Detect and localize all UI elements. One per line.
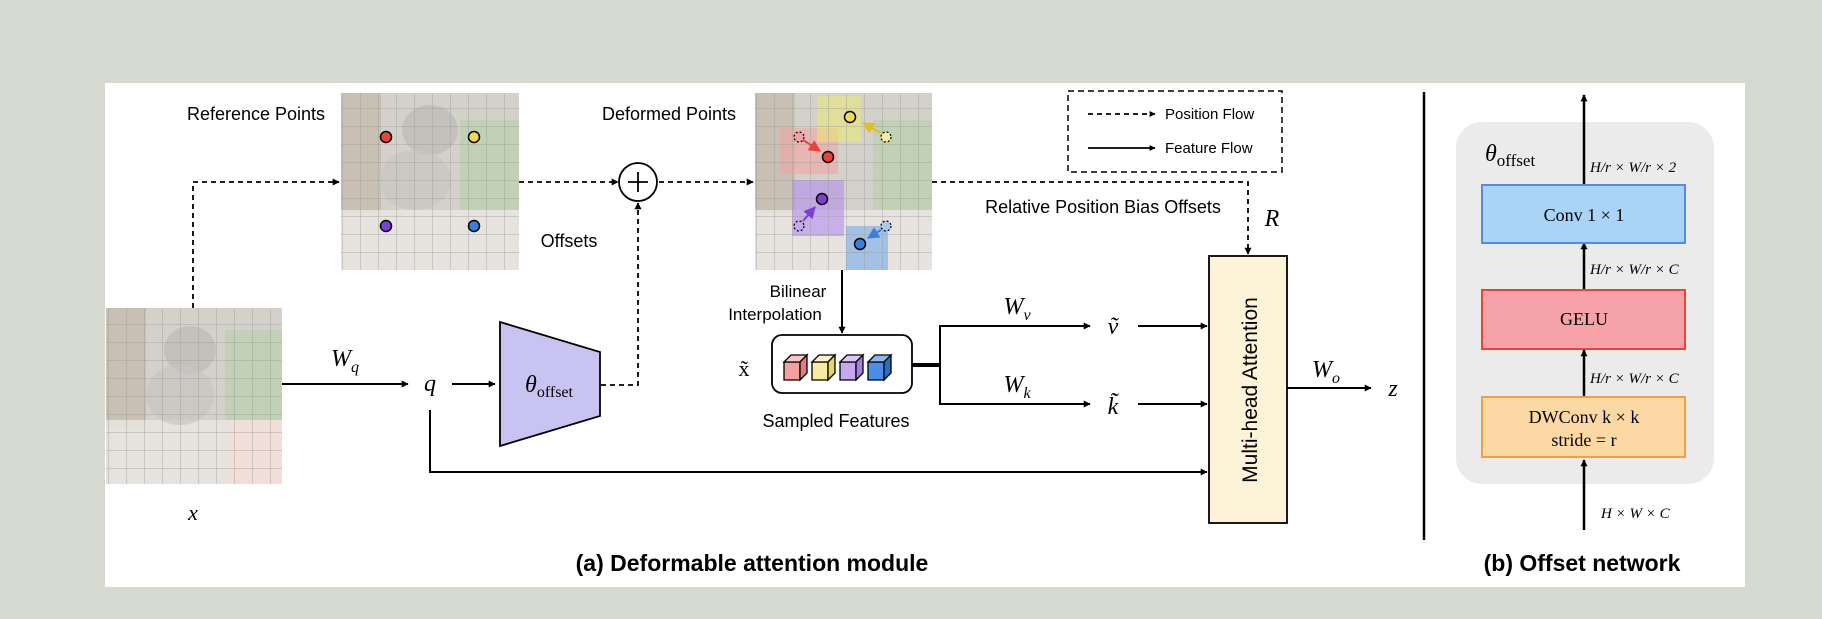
Wk-label: Wk: [1003, 372, 1031, 402]
multi-head-attention-label: Multi-head Attention: [1239, 297, 1262, 483]
multi-head-attention-block: Multi-head Attention: [1208, 255, 1288, 524]
cube-yellow: [810, 353, 837, 382]
bilinear-label-1: Bilinear: [770, 282, 827, 301]
svg-text:θoffset: θoffset: [525, 372, 573, 401]
R-label: R: [1264, 206, 1280, 232]
Wq-label: Wq: [331, 346, 359, 376]
dim-label-bottom: H × W × C: [1600, 506, 1671, 522]
conv-1x1-block: Conv 1 × 1: [1481, 184, 1686, 244]
deformed-point-yellow: [843, 110, 857, 124]
deformed-points-label: Deformed Points: [602, 104, 736, 124]
reference-points-image: [341, 93, 519, 270]
v-tilde-label: ṽ: [1108, 314, 1120, 340]
plus-operator: [618, 162, 658, 202]
position-flow-relative-bias: [932, 181, 1252, 255]
input-image: [106, 308, 282, 484]
offset-network-title: θoffset: [1485, 141, 1535, 170]
dim-label-mid-upper: H/r × W/r × C: [1589, 262, 1680, 278]
reference-point-red: [379, 130, 393, 144]
position-flow-label: Position Flow: [1165, 106, 1254, 123]
Wv-label: Wv: [1003, 294, 1031, 324]
bilinear-label-2: Interpolation: [728, 305, 822, 324]
feature-flow-label: Feature Flow: [1165, 140, 1253, 157]
svg-text:DWConv k × k: DWConv k × k: [1529, 407, 1640, 427]
x-label: x: [187, 500, 198, 525]
deformed-point-purple: [815, 192, 829, 206]
dim-label-top: H/r × W/r × 2: [1589, 160, 1677, 176]
panel-a-caption: (a) Deformable attention module: [576, 550, 929, 576]
feature-flow-to-v: [939, 322, 1091, 365]
reference-points-label: Reference Points: [187, 104, 325, 124]
reference-point-purple: [379, 219, 393, 233]
feature-flow-to-k: [939, 365, 1091, 408]
flow-legend: Position Flow Feature Flow: [1067, 90, 1283, 173]
sampled-features-label: Sampled Features: [762, 411, 909, 431]
reference-point-yellow: [467, 130, 481, 144]
q-label: q: [424, 371, 436, 397]
reference-point-blue: [467, 219, 481, 233]
z-label: z: [1387, 376, 1398, 402]
k-tilde-label: k̃: [1108, 392, 1120, 420]
panel-b-caption: (b) Offset network: [1484, 550, 1681, 576]
cube-red: [782, 353, 809, 382]
svg-text:stride = r: stride = r: [1551, 430, 1616, 450]
x-tilde-label: x̃: [739, 356, 750, 381]
offsets-label: Offsets: [541, 231, 598, 251]
dwconv-block: DWConv k × k stride = r: [1481, 396, 1686, 458]
sampled-features-box: [771, 334, 913, 394]
position-flow-offsets: [601, 202, 642, 386]
cube-blue: [866, 353, 893, 382]
gelu-block: GELU: [1481, 289, 1686, 350]
svg-text:Conv 1 × 1: Conv 1 × 1: [1544, 205, 1625, 225]
dim-label-mid-lower: H/r × W/r × C: [1589, 371, 1680, 387]
deformed-point-red: [821, 150, 835, 164]
deformed-points-image: [755, 93, 932, 270]
deformed-point-blue: [853, 237, 867, 251]
svg-text:GELU: GELU: [1560, 309, 1608, 329]
offset-network-block: θoffset: [499, 320, 601, 448]
cube-purple: [838, 353, 865, 382]
position-flow-x-to-reference: [192, 178, 340, 308]
Wo-label: Wo: [1312, 357, 1340, 387]
relative-position-bias-label: Relative Position Bias Offsets: [985, 197, 1221, 217]
feature-flow-q-to-attention: [429, 410, 1208, 476]
